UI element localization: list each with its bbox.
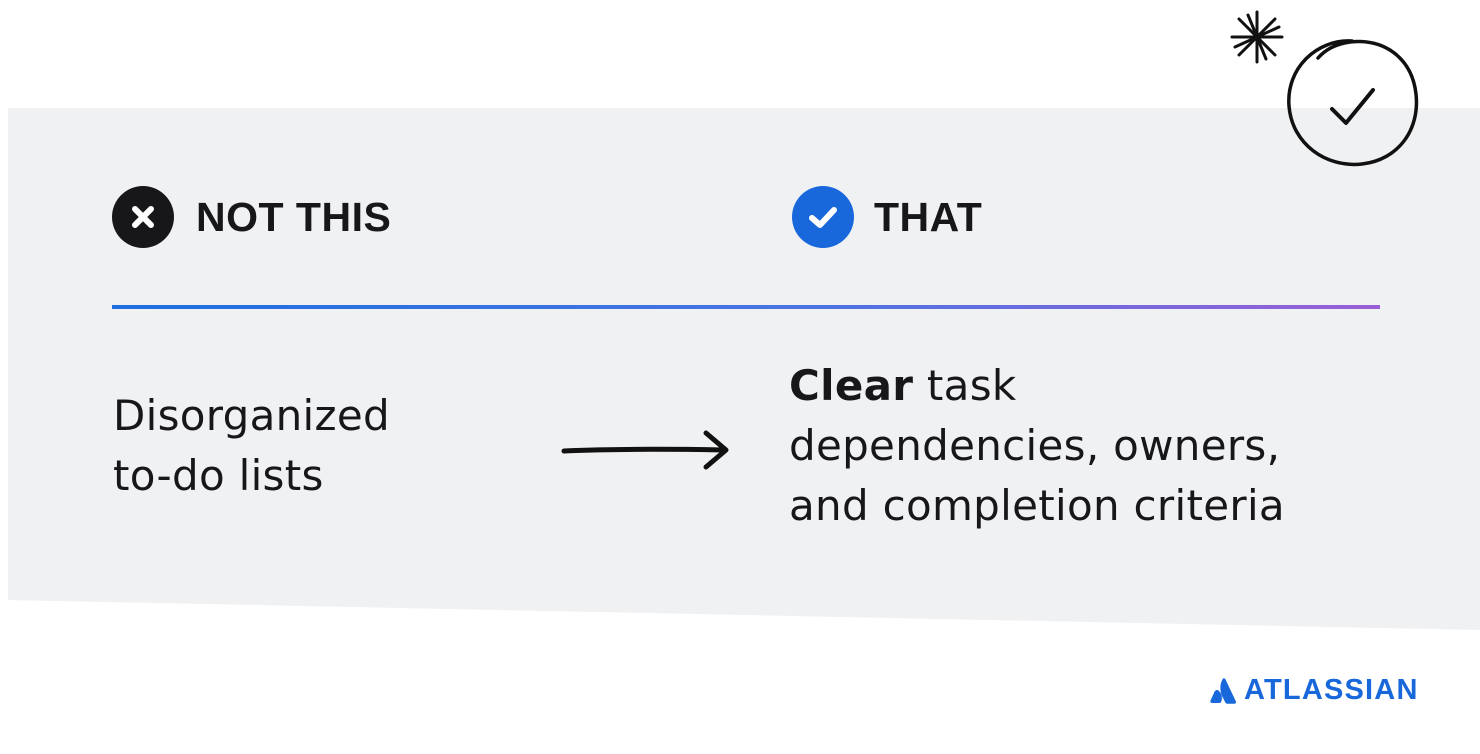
atlassian-wordmark: ATLASSIAN (1244, 674, 1419, 706)
atlassian-logo: ATLASSIAN (1210, 674, 1419, 707)
that-line: and completion criteria (789, 481, 1285, 530)
that-label: THAT (874, 193, 983, 240)
check-circle-icon (792, 186, 854, 248)
x-circle-icon (112, 186, 174, 248)
atlassian-logo-icon (1210, 677, 1236, 704)
that-bold-word: Clear (789, 361, 914, 410)
not-this-line: Disorganized (113, 391, 390, 440)
not-this-label: NOT THIS (196, 193, 392, 240)
not-this-heading: NOT THIS (112, 186, 391, 248)
that-rest-word: task (913, 361, 1017, 410)
that-first-line: Clear task (789, 356, 1285, 416)
that-line: dependencies, owners, (789, 421, 1281, 470)
sparkle-check-doodle-icon (1230, 10, 1419, 167)
not-this-line: to-do lists (113, 451, 324, 500)
gradient-divider (112, 305, 1380, 309)
not-this-description: Disorganized to-do lists (113, 386, 390, 506)
that-description: Clear task dependencies, owners, and com… (789, 356, 1285, 536)
that-heading: THAT (792, 186, 982, 248)
arrow-right-icon (561, 430, 729, 470)
